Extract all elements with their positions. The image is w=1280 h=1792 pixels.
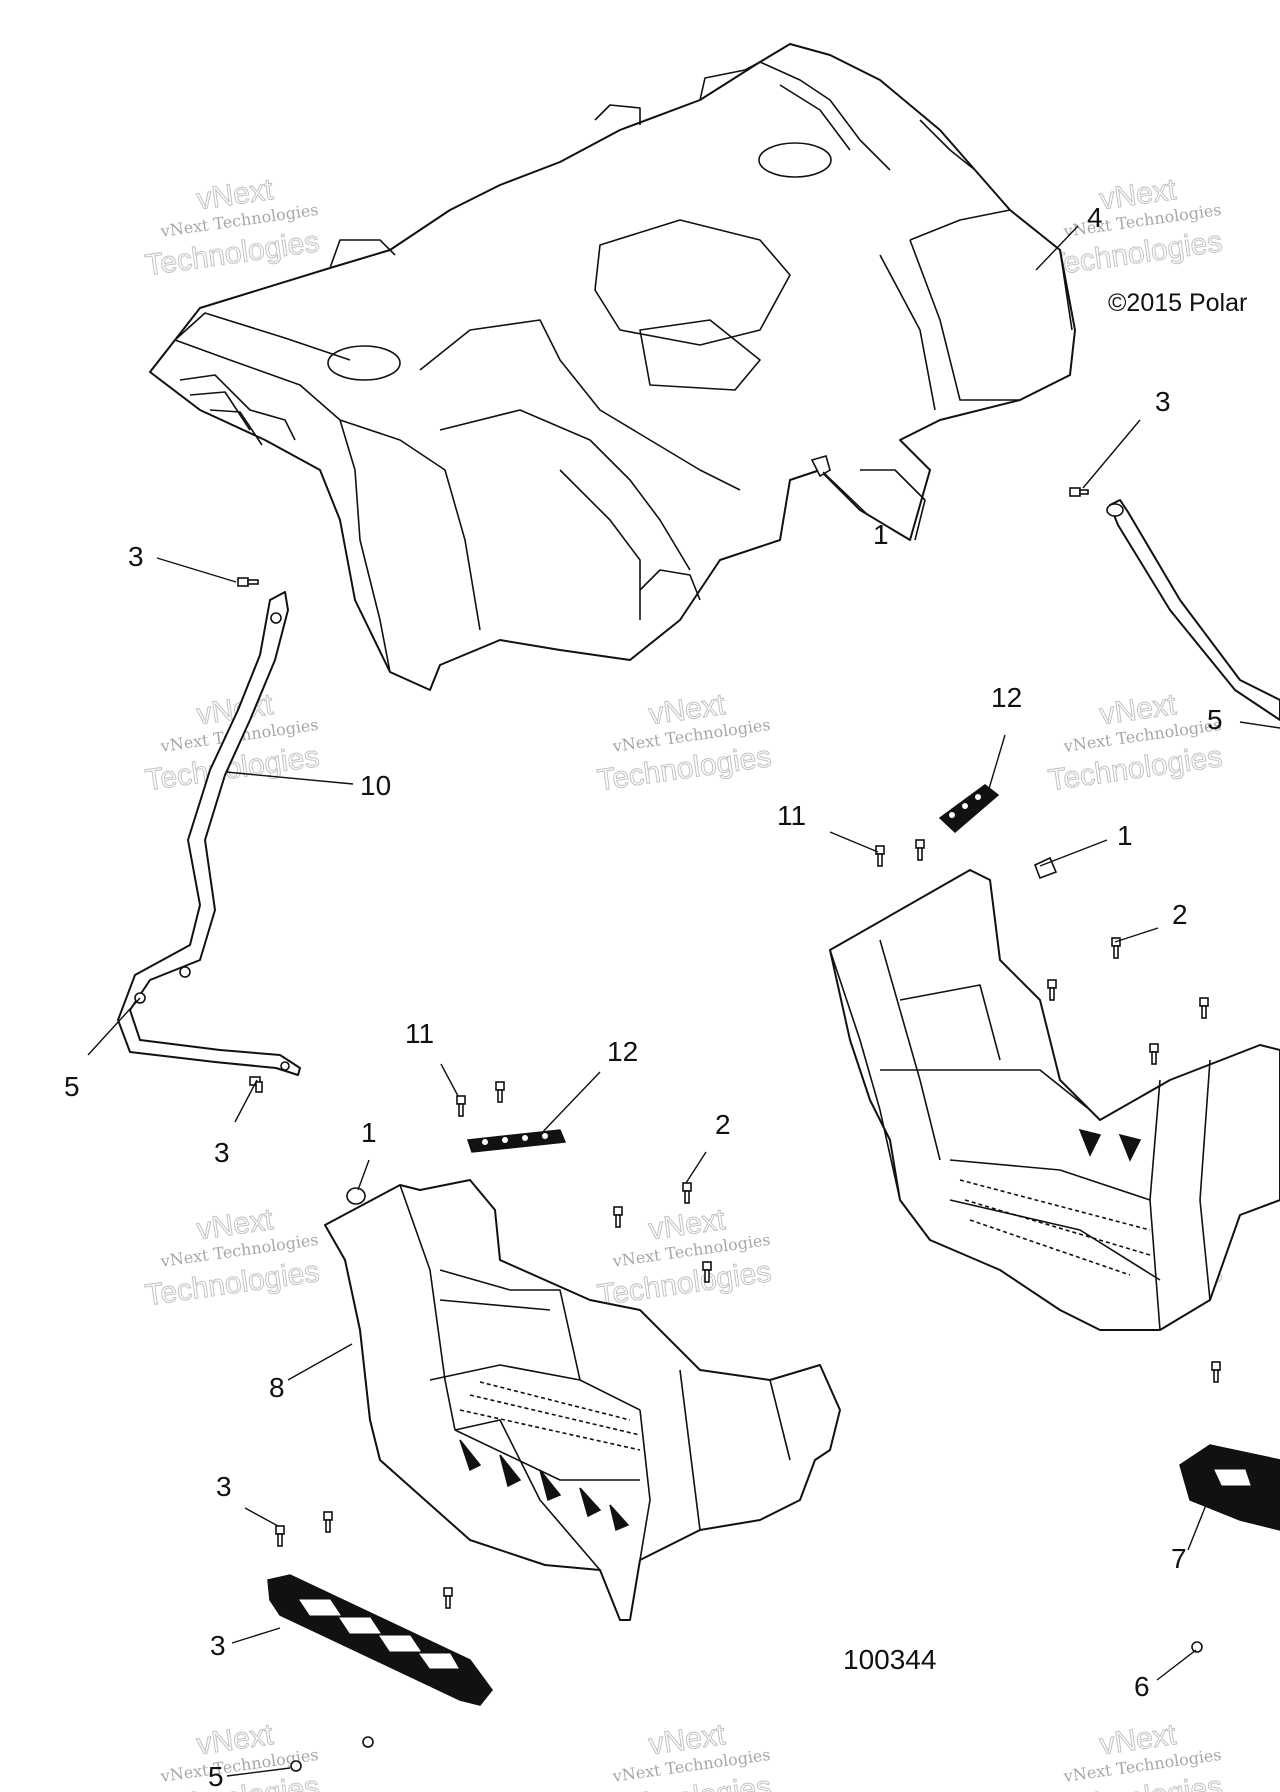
rear-fender-assembly: [149, 43, 1076, 691]
callout: 12: [607, 1036, 638, 1067]
callout: 5: [1207, 704, 1223, 735]
callout: 1: [1117, 820, 1133, 851]
screw-icon: [1149, 1043, 1159, 1065]
push-pin-icon: [346, 1187, 366, 1205]
callout: 10: [360, 770, 391, 801]
callout: 6: [1134, 1671, 1150, 1702]
callout: 2: [1172, 899, 1188, 930]
callout: 3: [128, 541, 144, 572]
grab-bar-right: [1106, 499, 1280, 721]
right-footrest-plate: [1179, 1444, 1280, 1531]
copyright-notice: ©2015 Polar: [1108, 289, 1247, 317]
screw-icon: [495, 1081, 505, 1103]
screw-icon: [237, 577, 259, 587]
leader-lines: [87, 225, 1280, 1777]
callout: 4: [1087, 202, 1103, 233]
screw-icon: [915, 839, 925, 861]
callout: 11: [405, 1018, 434, 1049]
screw-icon: [613, 1206, 623, 1228]
screw-icon: [1199, 997, 1209, 1019]
screw-icon: [1047, 979, 1057, 1001]
callout: 5: [208, 1761, 224, 1792]
callout: 3: [216, 1471, 232, 1502]
nut-icon: [1191, 1641, 1203, 1653]
callout: 11: [777, 800, 806, 831]
callout: 3: [1155, 386, 1171, 417]
push-pin-icon: [1033, 856, 1058, 880]
callout: 1: [361, 1117, 377, 1148]
screw-icon: [323, 1511, 333, 1533]
nut-icon: [290, 1760, 302, 1772]
screw-icon: [1211, 1361, 1221, 1383]
nut-icon: [362, 1736, 374, 1748]
screw-icon: [1069, 487, 1089, 497]
callout: 1: [873, 519, 889, 550]
screw-icon: [682, 1182, 692, 1204]
callout: 3: [214, 1137, 230, 1168]
fasteners: [237, 455, 1221, 1772]
callout: 7: [1171, 1543, 1187, 1574]
push-pin-icon: [810, 455, 831, 478]
callout: 12: [991, 682, 1022, 713]
callout: 8: [269, 1372, 285, 1403]
callout: 2: [715, 1109, 731, 1140]
grab-bar-left: [117, 591, 301, 1076]
left-footrest-plate: [267, 1574, 493, 1706]
right-footwell: [829, 869, 1280, 1331]
screw-icon: [275, 1525, 285, 1547]
screw-icon: [443, 1587, 453, 1609]
screw-icon: [456, 1095, 466, 1117]
figure-number: 100344: [843, 1644, 936, 1675]
screw-icon: [702, 1261, 712, 1283]
callout: 3: [210, 1630, 226, 1661]
clip-strip-lower: [466, 1129, 567, 1153]
left-footwell: [324, 1179, 841, 1621]
clip-strip-upper: [938, 784, 1000, 834]
screw-icon: [875, 845, 885, 867]
callout-numbers: 4 3 1 3 10 3 5 12 11 1 2 5 3 11 12 1 2 8…: [64, 202, 1223, 1792]
callout: 5: [64, 1071, 80, 1102]
